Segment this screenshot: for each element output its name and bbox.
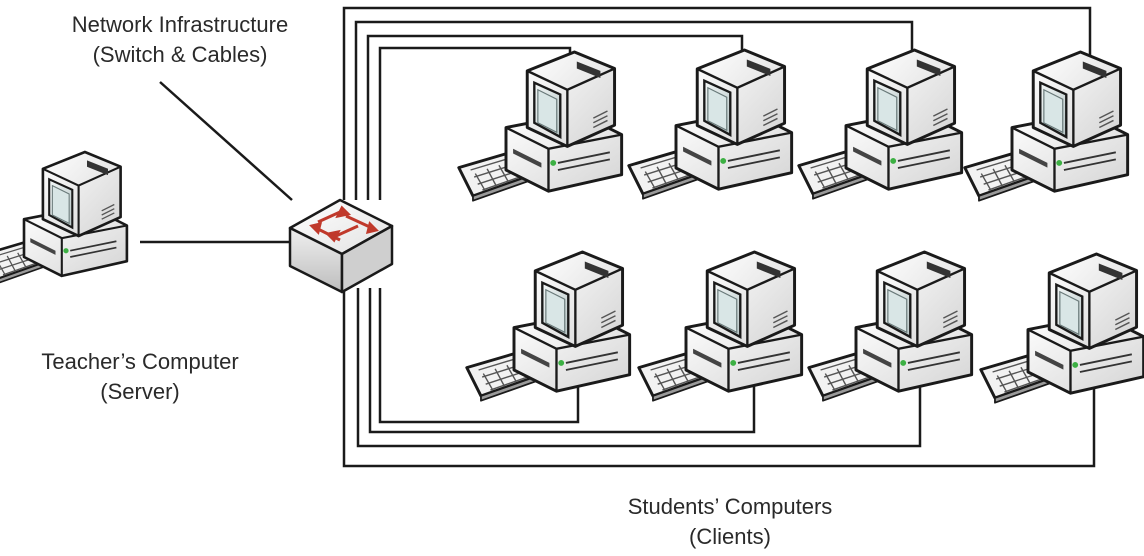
teacher-label-line1: Teacher’s Computer xyxy=(41,349,239,374)
network-label-line1: Network Infrastructure xyxy=(71,12,289,37)
student-computers xyxy=(457,48,1144,405)
network-label-line2: (Switch & Cables) xyxy=(92,42,268,67)
switch-arrows-icon xyxy=(309,205,379,243)
students-computers-label: Students’ Computers (Clients) xyxy=(580,492,880,552)
student-computer-icon xyxy=(797,48,964,201)
network-infrastructure-label: Network Infrastructure (Switch & Cables) xyxy=(20,10,340,70)
network-cables xyxy=(140,6,1096,468)
teacher-computer-icon xyxy=(0,150,129,286)
cable-bottom-4 xyxy=(342,288,1096,468)
student-computer-icon xyxy=(465,250,632,403)
teacher-computer-label: Teacher’s Computer (Server) xyxy=(0,347,280,407)
label-leader-line xyxy=(159,81,293,201)
cable-top-3 xyxy=(354,20,914,200)
student-computer-icon xyxy=(457,50,624,203)
student-computer-icon xyxy=(627,48,794,201)
cable-top-4 xyxy=(342,6,1092,200)
students-label-line2: (Clients) xyxy=(689,524,771,549)
cable-bottom-3 xyxy=(356,288,922,448)
student-computer-icon xyxy=(807,250,974,403)
cable-top-2 xyxy=(366,34,744,200)
student-computer-icon xyxy=(637,250,804,403)
cable-bottom-2 xyxy=(368,288,756,434)
students-label-line1: Students’ Computers xyxy=(627,494,833,519)
student-computer-icon xyxy=(979,252,1144,405)
network-switch xyxy=(288,198,394,294)
teacher-label-line2: (Server) xyxy=(100,379,180,404)
student-computer-icon xyxy=(963,50,1130,203)
cable-bottom-1 xyxy=(378,288,580,424)
